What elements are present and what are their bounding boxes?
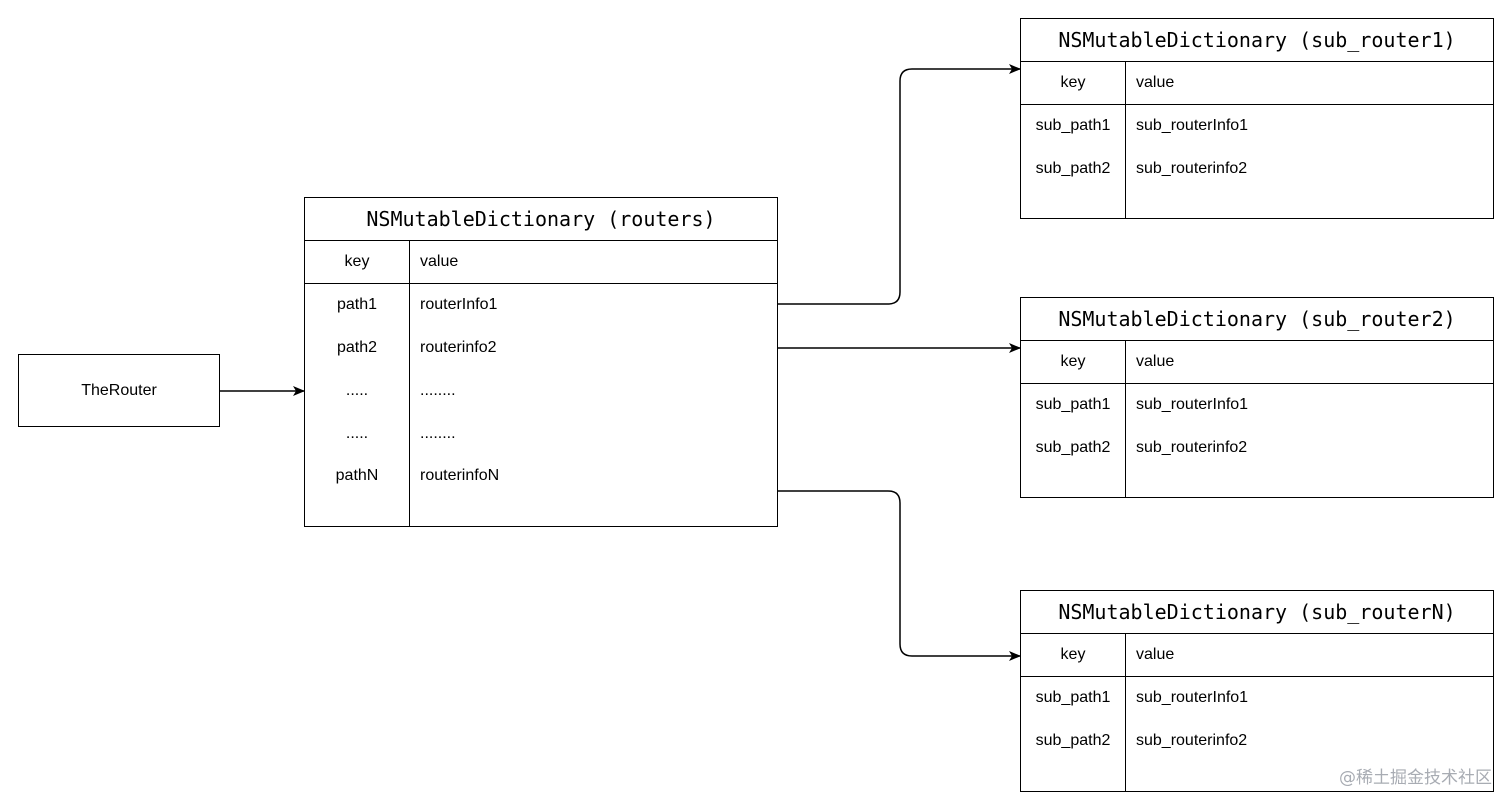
sub-router2-value-header: value (1136, 353, 1175, 370)
routers-row-5-key: pathN (335, 467, 379, 484)
sub-router1-key-header: key (1060, 74, 1086, 91)
routers-row-1-key: path1 (336, 296, 378, 313)
sub-router1-row-1-value: sub_routerInfo1 (1136, 117, 1249, 134)
sub-router2-row-2-key: sub_path2 (1035, 439, 1111, 456)
routers-row-3-key: ..... (345, 382, 369, 399)
sub-routerN-dictionary: NSMutableDictionary (sub_routerN) key va… (1020, 590, 1494, 792)
sub-router2-column-divider (1125, 341, 1126, 497)
sub-router1-dictionary-title: NSMutableDictionary (sub_router1) (1021, 19, 1493, 62)
sub-router2-dictionary-title: NSMutableDictionary (sub_router2) (1021, 298, 1493, 341)
sub-router1-dictionary-header (1021, 62, 1493, 105)
sub-router2-key-header: key (1060, 353, 1086, 370)
sub-router1-row-2-value: sub_routerinfo2 (1136, 160, 1248, 177)
routers-value-header: value (420, 253, 459, 270)
routers-dictionary-title: NSMutableDictionary (routers) (305, 198, 777, 241)
sub-routerN-key-header: key (1060, 646, 1086, 663)
sub-router2-row-2-value: sub_routerinfo2 (1136, 439, 1248, 456)
arrow-path1-to-sub-router1 (778, 64, 1021, 305)
sub-routerN-row-2-key: sub_path2 (1035, 732, 1111, 749)
routers-row-2-value: routerinfo2 (420, 339, 497, 356)
sub-router2-dictionary: NSMutableDictionary (sub_router2) key va… (1020, 297, 1494, 498)
watermark: @稀土掘金技术社区 (1339, 768, 1492, 788)
the-router-label: TheRouter (81, 381, 157, 399)
sub-router1-row-2-key: sub_path2 (1035, 160, 1111, 177)
sub-routerN-row-2-value: sub_routerinfo2 (1136, 732, 1248, 749)
the-router-node: TheRouter (18, 354, 220, 427)
sub-routerN-dictionary-title: NSMutableDictionary (sub_routerN) (1021, 591, 1493, 634)
sub-routerN-dictionary-header (1021, 634, 1493, 677)
sub-router1-value-header: value (1136, 74, 1175, 91)
routers-row-3-value: ........ (420, 382, 456, 399)
sub-router1-dictionary: NSMutableDictionary (sub_router1) key va… (1020, 18, 1494, 219)
routers-row-5-value: routerinfoN (420, 467, 500, 484)
routers-column-divider (409, 241, 410, 526)
sub-router2-dictionary-header (1021, 341, 1493, 384)
sub-routerN-row-1-value: sub_routerInfo1 (1136, 689, 1249, 706)
routers-key-header: key (344, 253, 370, 270)
sub-router1-row-1-key: sub_path1 (1035, 117, 1111, 134)
routers-row-1-value: routerInfo1 (420, 296, 498, 313)
routers-row-4-value: ........ (420, 425, 456, 442)
routers-dictionary: NSMutableDictionary (routers) key value … (304, 197, 778, 527)
sub-router2-row-1-value: sub_routerInfo1 (1136, 396, 1249, 413)
routers-dictionary-header (305, 241, 777, 284)
sub-router1-column-divider (1125, 62, 1126, 218)
arrow-pathN-to-sub-routerN (778, 490, 1021, 661)
sub-routerN-value-header: value (1136, 646, 1175, 663)
sub-routerN-row-1-key: sub_path1 (1035, 689, 1111, 706)
sub-routerN-column-divider (1125, 634, 1126, 791)
sub-router2-row-1-key: sub_path1 (1035, 396, 1111, 413)
routers-row-4-key: ..... (345, 425, 369, 442)
routers-row-2-key: path2 (336, 339, 378, 356)
